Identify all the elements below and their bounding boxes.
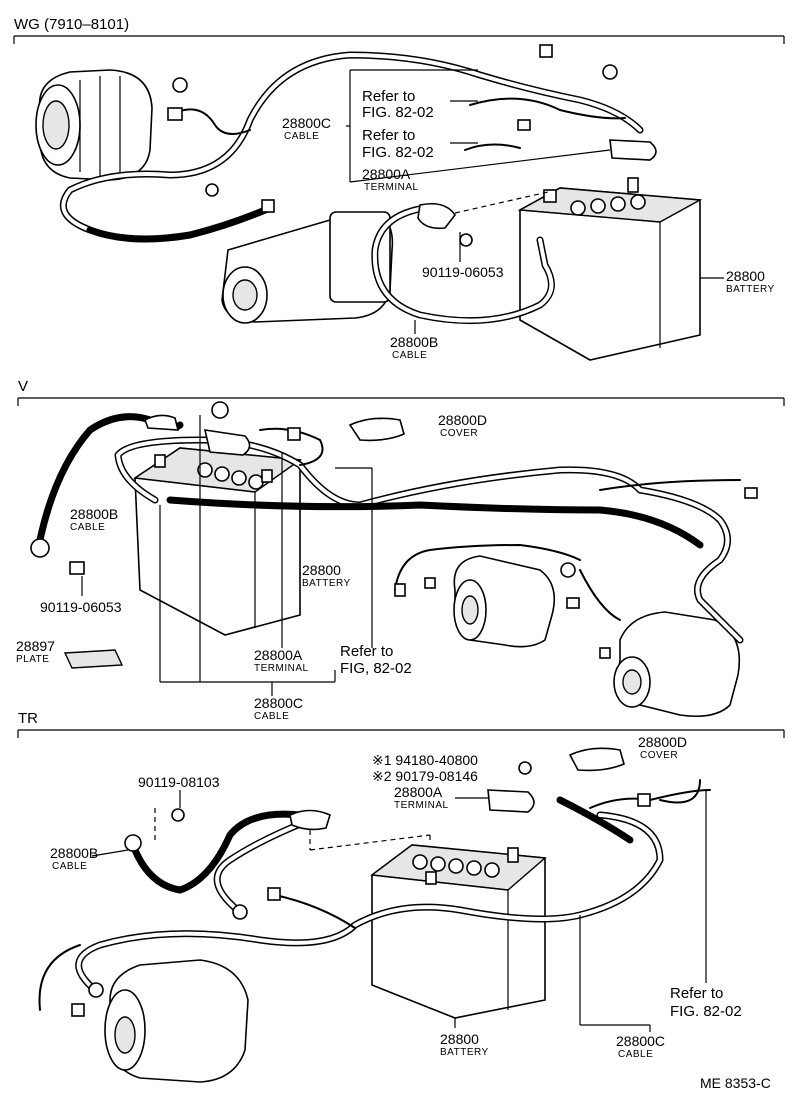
label-v-cable-c-name: CABLE <box>254 711 289 722</box>
label-tr-refer-line2: FIG. 82-02 <box>670 1003 742 1020</box>
label-wg-terminal-name: TERMINAL <box>364 182 419 193</box>
label-wg-cable-c-name: CABLE <box>284 131 319 142</box>
battery-v <box>133 447 302 636</box>
label-wg-bolt: 90119-06053 <box>422 264 504 280</box>
label-wg-cable-c-part: 28800C <box>282 115 331 131</box>
label-wg-battery-name: BATTERY <box>726 284 775 295</box>
starter-motor-wg <box>221 211 394 324</box>
section-wg: WG (7910–8101) <box>13 16 785 361</box>
section-title-wg: WG (7910–8101) <box>14 16 129 33</box>
section-tr: TR <box>17 710 785 1083</box>
section-title-v: V <box>18 378 28 395</box>
label-wg-refer1-line1: Refer to <box>362 88 415 105</box>
starter-motor-tr <box>104 959 249 1083</box>
label-wg-cable-b-name: CABLE <box>392 350 427 361</box>
starter-motor-v <box>453 555 556 648</box>
label-tr-nut1: ※1 94180-40800 <box>372 752 478 768</box>
label-tr-cable-c-name: CABLE <box>618 1049 653 1060</box>
label-wg-refer1-line2: FIG. 82-02 <box>362 104 434 121</box>
alternator-v <box>613 611 741 718</box>
figure-code: ME 8353-C <box>700 1075 771 1091</box>
label-tr-battery-name: BATTERY <box>440 1047 489 1058</box>
label-v-cable-c-part: 28800C <box>254 695 303 711</box>
label-wg-refer2-line2: FIG. 82-02 <box>362 144 434 161</box>
label-tr-cover-part: 28800D <box>638 734 687 750</box>
label-v-bolt: 90119-06053 <box>40 599 122 615</box>
label-tr-cover-name: COVER <box>640 750 678 761</box>
label-v-terminal-part: 28800A <box>254 647 303 663</box>
label-wg-terminal-part: 28800A <box>362 166 411 182</box>
label-v-cover-name: COVER <box>440 428 478 439</box>
label-v-terminal-name: TERMINAL <box>254 663 309 674</box>
label-v-cover-part: 28800D <box>438 412 487 428</box>
label-v-plate-name: PLATE <box>16 654 49 665</box>
label-tr-nut2: ※2 90179-08146 <box>372 768 478 784</box>
label-tr-cable-b-name: CABLE <box>52 861 87 872</box>
section-title-tr: TR <box>18 710 38 727</box>
label-v-cable-b-part: 28800B <box>70 506 118 522</box>
label-tr-refer-line1: Refer to <box>670 985 723 1002</box>
label-wg-refer2-line1: Refer to <box>362 127 415 144</box>
battery-wg <box>517 177 703 361</box>
label-tr-terminal-part: 28800A <box>394 784 443 800</box>
label-tr-bolt: 90119-08103 <box>138 774 220 790</box>
label-tr-cable-c-part: 28800C <box>616 1033 665 1049</box>
alternator-wg <box>35 69 153 181</box>
label-v-refer-line1: Refer to <box>340 643 393 660</box>
label-v-battery-part: 28800 <box>302 562 341 578</box>
label-wg-battery-part: 28800 <box>726 268 765 284</box>
section-v: V <box>16 378 785 722</box>
label-tr-cable-b-part: 28800B <box>50 845 98 861</box>
battery-tr <box>370 844 547 1019</box>
label-v-plate-part: 28897 <box>16 638 55 654</box>
label-tr-terminal-name: TERMINAL <box>394 800 449 811</box>
label-wg-cable-b-part: 28800B <box>390 334 438 350</box>
label-v-refer-line2: FIG, 82-02 <box>340 660 412 677</box>
label-v-cable-b-name: CABLE <box>70 522 105 533</box>
label-tr-battery-part: 28800 <box>440 1031 479 1047</box>
label-v-battery-name: BATTERY <box>302 578 351 589</box>
